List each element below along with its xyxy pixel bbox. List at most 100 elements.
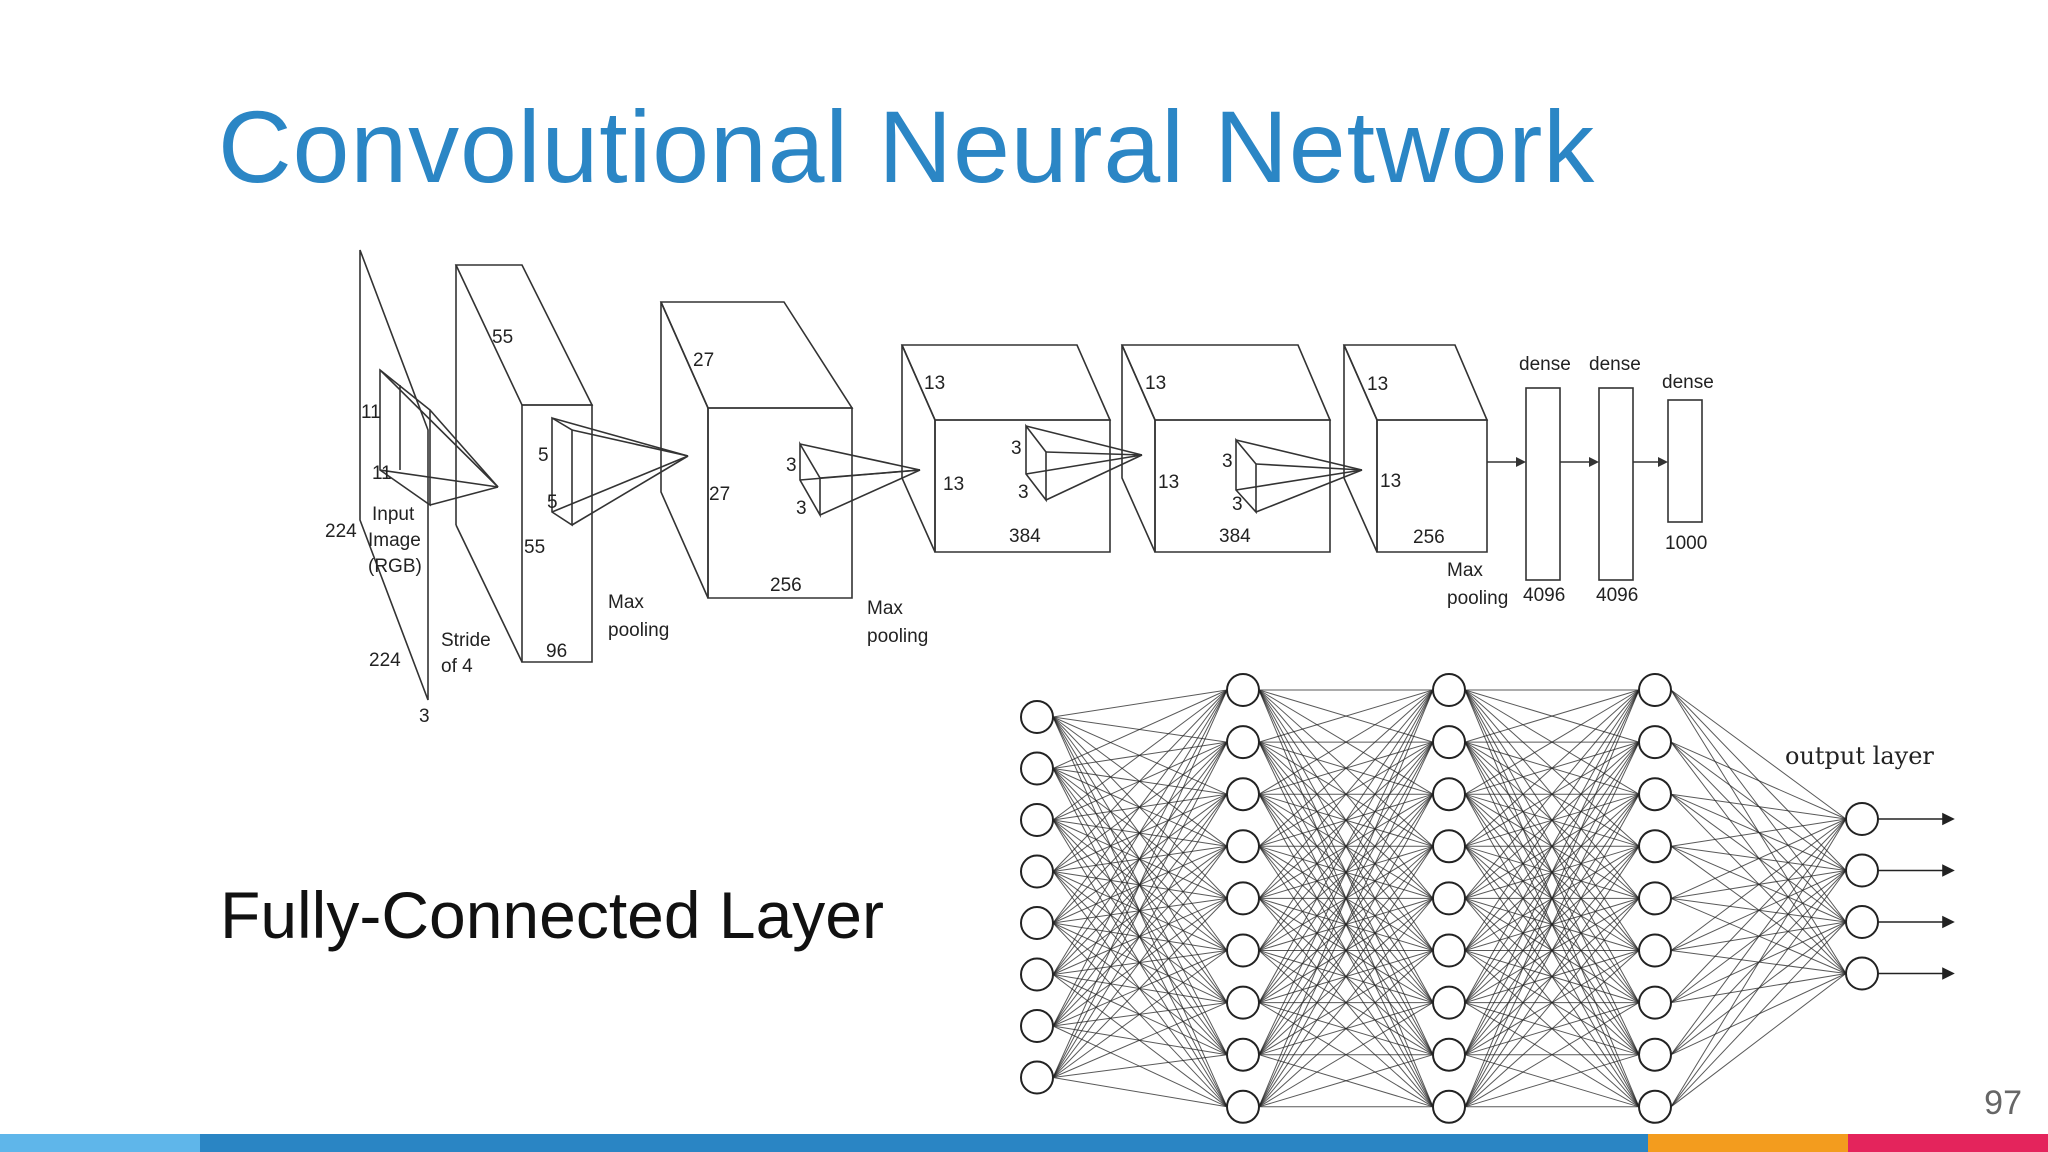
label: pooling [608,620,669,641]
label: (RGB) [368,556,422,577]
nn-neuron [1638,1089,1672,1124]
nn-connection [1464,689,1640,951]
footer-color-bar [0,1134,2048,1152]
nn-connection [1464,846,1640,1108]
nn-neuron [1845,853,1879,888]
dense-layer-3 [1667,399,1703,523]
nn-connection [1670,689,1847,820]
nn-connection [1258,1002,1434,1108]
label: 384 [1009,526,1041,547]
label: 5 [547,492,558,513]
nn-neuron [1638,933,1672,968]
nn-connection [1258,689,1434,1107]
nn-neuron [1226,1089,1260,1124]
label: 96 [546,641,567,662]
nn-neuron [1226,985,1260,1020]
label: 3 [419,706,430,727]
nn-connection [1464,793,1640,1108]
nn-connection [1464,689,1640,743]
nn-connection [1052,689,1228,1078]
nn-neuron [1638,985,1672,1020]
nn-connection [1258,689,1434,951]
nn-connection [1464,741,1640,1108]
output-layer-label: output layer [1785,742,1934,770]
nn-connection [1670,818,1847,1055]
nn-neuron [1226,777,1260,812]
dense-layer-2 [1598,387,1634,581]
label: pooling [1447,588,1508,609]
nn-connection [1464,689,1640,899]
label: 13 [1158,472,1179,493]
label: 3 [796,498,807,519]
nn-connection [1052,741,1228,1078]
label: 3 [1232,494,1243,515]
slide-subtitle: Fully-Connected Layer [220,878,884,952]
label: Max [608,592,644,613]
nn-neuron [1226,1037,1260,1072]
nn-connection [1052,689,1228,872]
nn-connection [1464,689,1640,795]
nn-neuron [1226,933,1260,968]
nn-neuron [1226,881,1260,916]
nn-neuron [1432,1089,1466,1124]
label: Image [368,530,421,551]
output-arrow-head [1942,812,1955,826]
nn-neuron [1432,881,1466,916]
conv2-block [659,301,854,599]
nn-connection [1464,898,1640,1108]
nn-connection [1464,1054,1640,1108]
nn-neuron [1020,803,1054,837]
nn-connection [1464,689,1640,1003]
output-arrow-head [1942,915,1955,929]
nn-neuron [1432,777,1466,812]
label: 13 [1380,471,1401,492]
page-number: 97 [1984,1084,2022,1122]
label: 55 [524,537,545,558]
nn-connection [1670,921,1847,1108]
label: 13 [924,373,945,394]
nn-neuron [1845,905,1879,939]
label: 13 [943,474,964,495]
slide-title: Convolutional Neural Network [218,90,1596,204]
label: 1000 [1665,533,1707,554]
nn-connection [1258,689,1434,899]
label: 27 [693,350,714,371]
label: 11 [361,402,381,423]
nn-neuron [1020,906,1054,940]
nn-neuron [1432,673,1466,707]
label: 5 [538,445,549,466]
label: 3 [1222,451,1233,472]
nn-neuron [1638,777,1672,812]
nn-connection [1052,689,1228,924]
nn-neuron [1432,933,1466,968]
nn-neuron [1226,725,1260,760]
nn-connection [1258,689,1434,1055]
nn-connection [1258,898,1434,1108]
label: 11 [372,463,392,484]
nn-neuron [1432,1037,1466,1072]
footer-bar-segment [1848,1134,2048,1152]
nn-connection [1052,898,1228,1078]
label: dense [1589,354,1641,375]
arrow-head [1516,457,1526,467]
label: Stride [441,630,491,651]
nn-connection [1052,689,1228,821]
label: 13 [1367,374,1388,395]
nn-connection [1258,689,1434,743]
dense-layer-1 [1525,387,1561,581]
arrow-head [1658,457,1668,467]
label: of 4 [441,656,473,677]
nn-neuron [1845,802,1879,836]
label: Max [867,598,903,619]
nn-connection [1670,818,1847,1108]
conv1-block [454,264,594,663]
conv5-block [1342,344,1489,553]
nn-connection [1464,950,1640,1108]
label: 3 [786,455,797,476]
nn-connection [1052,1002,1228,1078]
label: 3 [1011,438,1022,459]
nn-connection [1464,1002,1640,1108]
nn-connection [1670,818,1847,847]
